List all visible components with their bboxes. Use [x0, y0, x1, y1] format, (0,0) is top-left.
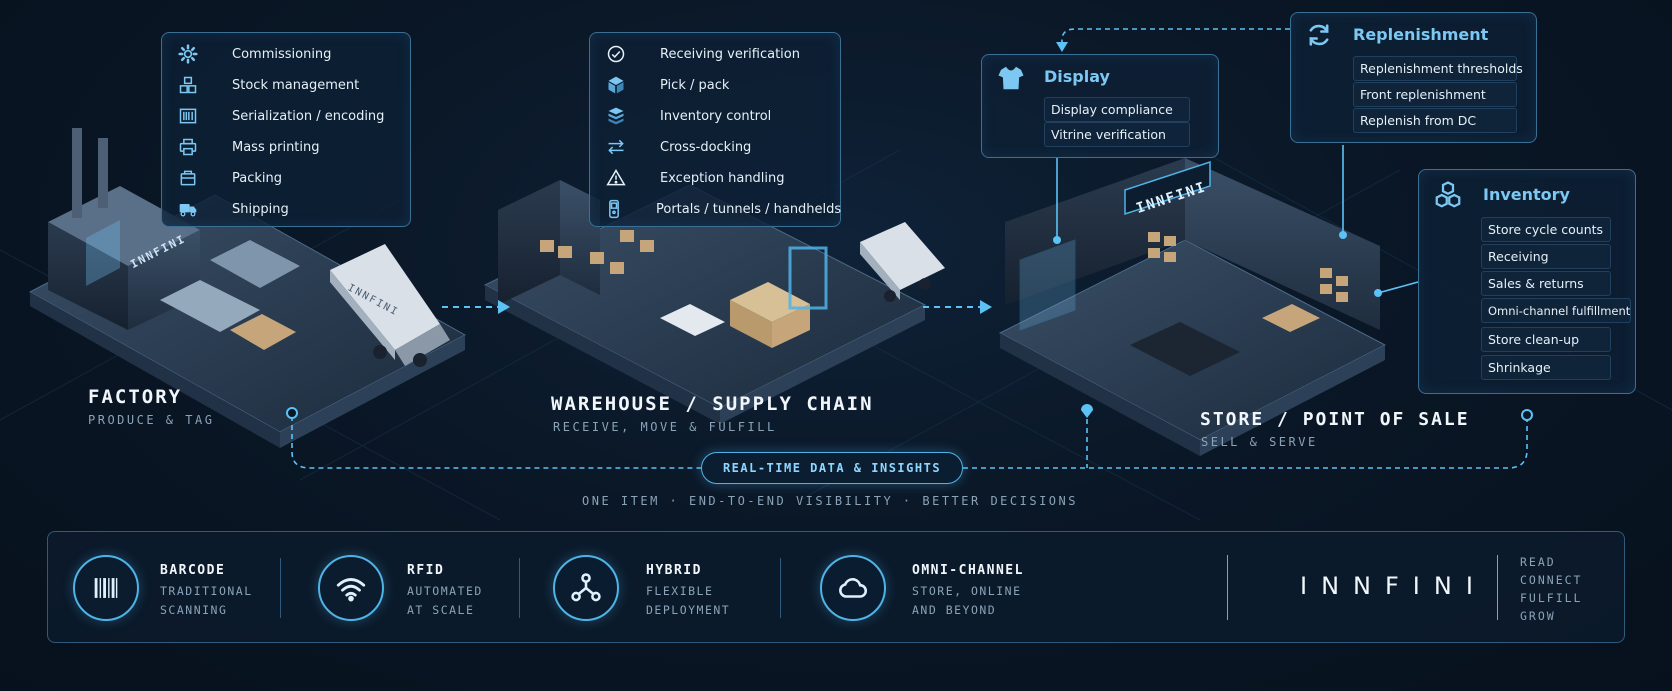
store-subtitle: SELL & SERVE: [1201, 435, 1318, 449]
feature-title: HYBRID: [646, 563, 702, 578]
factory-item-printing: Mass printing: [162, 132, 410, 162]
warehouse-item-pick-pack: Pick / pack: [590, 70, 840, 100]
display-item: Vitrine verification: [1044, 122, 1190, 147]
warning-icon: [604, 167, 628, 189]
boxes-icon: [1433, 180, 1463, 210]
data-bus: [291, 410, 1528, 469]
arrow-head-1: [498, 300, 510, 314]
leader-lines: [1056, 145, 1419, 294]
factory-item-commissioning: Commissioning: [162, 39, 410, 69]
factory-subtitle: PRODUCE & TAG: [88, 413, 215, 427]
display-title: Display: [1044, 67, 1110, 86]
shirt-icon: [996, 63, 1026, 93]
replenishment-item: Front replenishment: [1353, 82, 1517, 107]
warehouse-item-inventory: Inventory control: [590, 101, 840, 131]
warehouse-capabilities-panel: Receiving verification Pick / pack Inven…: [589, 32, 841, 227]
display-item: Display compliance: [1044, 97, 1190, 122]
feature-title: RFID: [407, 563, 445, 578]
warehouse-item-cross-docking: Cross-docking: [590, 132, 840, 162]
feature-title: OMNI-CHANNEL: [912, 563, 1024, 578]
tagline: ONE ITEM · END-TO-END VISIBILITY · BETTE…: [582, 494, 1078, 508]
arrow-head-2: [980, 300, 992, 314]
inventory-item: Store cycle counts: [1481, 217, 1611, 242]
printer-icon: [176, 136, 200, 158]
warehouse-item-receiving: Receiving verification: [590, 39, 840, 69]
warehouse-item-exceptions: Exception handling: [590, 163, 840, 193]
factory-item-packing: Packing: [162, 163, 410, 193]
store-replenishment-panel: Replenishment Replenishment thresholds F…: [1290, 12, 1537, 143]
store-inventory-panel: Inventory Store cycle counts Receiving S…: [1418, 169, 1636, 394]
replenishment-title: Replenishment: [1353, 25, 1489, 44]
handheld-icon: [604, 198, 624, 220]
replenishment-item: Replenish from DC: [1353, 108, 1517, 133]
factory-capabilities-panel: Commissioning Stock management Serializa…: [161, 32, 411, 227]
inventory-item: Shrinkage: [1481, 355, 1611, 380]
warehouse-subtitle: RECEIVE, MOVE & FULFILL: [553, 420, 777, 434]
warehouse-title: WAREHOUSE / SUPPLY CHAIN: [551, 393, 874, 415]
refresh-icon: [1305, 21, 1333, 49]
check-circle-icon: [604, 43, 628, 65]
divider: [1497, 555, 1498, 620]
inventory-item: Sales & returns: [1481, 271, 1611, 296]
inventory-item: Receiving: [1481, 244, 1611, 269]
arrows-swap-icon: [604, 136, 628, 158]
factory-item-serialization: Serialization / encoding: [162, 101, 410, 131]
inventory-title: Inventory: [1483, 185, 1570, 204]
replenishment-item: Replenishment thresholds: [1353, 56, 1523, 81]
store-title: STORE / POINT OF SALE: [1200, 409, 1470, 430]
boxes-icon: [176, 74, 200, 96]
warehouse-illustration: [483, 180, 945, 424]
gear-icon: [176, 43, 200, 65]
truck-icon: [176, 198, 200, 220]
inventory-item: Store clean-up: [1481, 327, 1611, 352]
brand-wordmark: INNFINI: [1300, 572, 1487, 600]
brand-words: READ CONNECT FULFILL GROW: [1520, 555, 1583, 623]
realtime-data-pill: REAL-TIME DATA & INSIGHTS: [701, 452, 963, 484]
stack-icon: [604, 105, 628, 127]
store-display-panel: Display Display compliance Vitrine verif…: [981, 54, 1219, 158]
cloud-icon: [820, 555, 886, 621]
warehouse-item-portals: Portals / tunnels / handhelds: [590, 194, 841, 224]
factory-item-shipping: Shipping: [162, 194, 410, 224]
divider: [1227, 555, 1228, 620]
inventory-item: Omni-channel fulfillment: [1481, 298, 1631, 323]
factory-title: FACTORY: [88, 386, 183, 408]
replenish-arrow-head: [1056, 42, 1068, 52]
barcode-icon: [176, 105, 200, 127]
factory-illustration: [28, 128, 467, 448]
barcode-icon: [73, 555, 139, 621]
feature-title: BARCODE: [160, 563, 226, 578]
divider: [280, 558, 281, 618]
divider: [780, 558, 781, 618]
package-icon: [176, 167, 200, 189]
factory-item-stock: Stock management: [162, 70, 410, 100]
cube-icon: [604, 74, 628, 96]
network-icon: [553, 555, 619, 621]
store-illustration: [998, 158, 1387, 456]
replenish-connector: [1061, 28, 1290, 46]
divider: [519, 558, 520, 618]
wifi-icon: [318, 555, 384, 621]
